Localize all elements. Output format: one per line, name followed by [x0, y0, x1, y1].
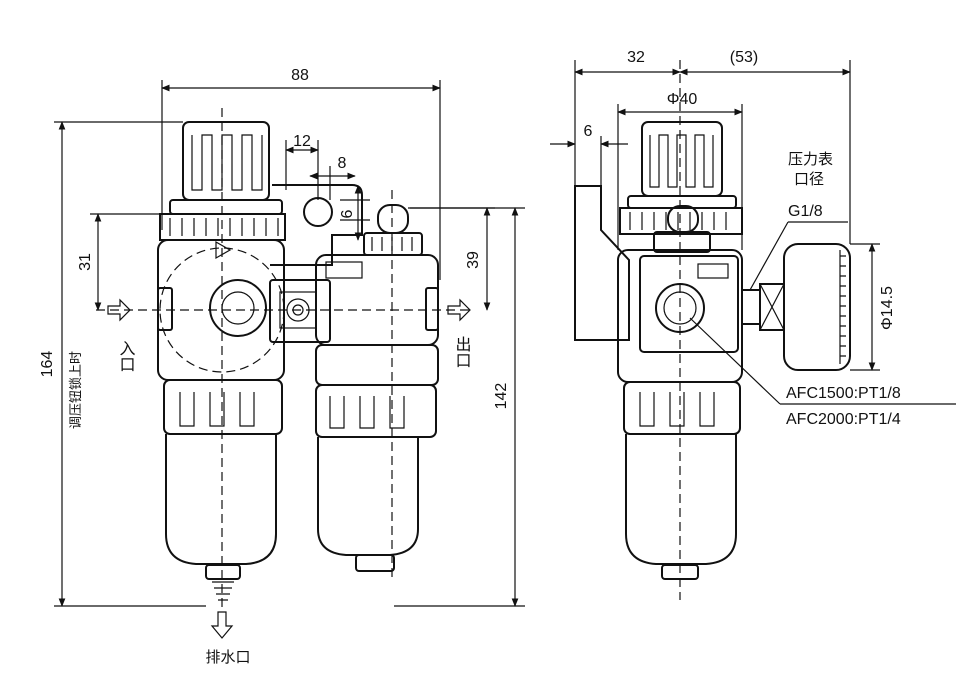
dim-88: 88 [291, 67, 309, 84]
inlet-label: 入口 [117, 340, 136, 372]
gauge-thread-label: G1/8 [788, 203, 823, 220]
gauge-port-label-line2: 口径 [794, 170, 824, 188]
dim-8: 8 [338, 155, 347, 172]
front-dimensions: 88 12 8 6 31 39 [39, 67, 525, 607]
front-view: 88 12 8 6 31 39 [39, 67, 525, 666]
dim-12: 12 [293, 133, 311, 150]
dim-6-front: 6 [339, 209, 356, 218]
lubricator-unit [315, 204, 439, 572]
outlet-label: 出口 [453, 336, 472, 368]
dim-53: (53) [730, 49, 758, 66]
inlet-arrow-icon [107, 298, 131, 322]
port-labels-front: 入口 出口 排水口 [107, 298, 472, 666]
side-view: 32 (53) Φ40 6 Φ14.5 压力表 口径 G1/8 [550, 49, 956, 600]
dim-39: 39 [465, 251, 482, 269]
dia-14-5: Φ14.5 [879, 286, 896, 330]
dim-31: 31 [77, 253, 94, 271]
port-afc2000-label: AFC2000:PT1/4 [786, 411, 901, 428]
outlet-arrow-icon [447, 298, 471, 322]
adjust-knob-lock-label: 调压钮锁上时 [68, 351, 84, 429]
gauge-port-label-line1: 压力表 [788, 150, 833, 168]
gauge-port-callout: 压力表 口径 G1/8 [749, 150, 848, 291]
dim-164: 164 [39, 351, 56, 378]
dim-32: 32 [627, 49, 645, 66]
side-dimensions: 32 (53) Φ40 6 Φ14.5 [550, 49, 896, 371]
dia-40: Φ40 [667, 91, 698, 108]
port-size-callout: AFC1500:PT1/8 AFC2000:PT1/4 [689, 317, 956, 428]
drain-label: 排水口 [205, 648, 250, 666]
dim-142: 142 [493, 383, 510, 410]
dim-6-side: 6 [584, 123, 593, 140]
drain-arrow-icon [210, 611, 234, 639]
port-afc1500-label: AFC1500:PT1/8 [786, 385, 901, 402]
